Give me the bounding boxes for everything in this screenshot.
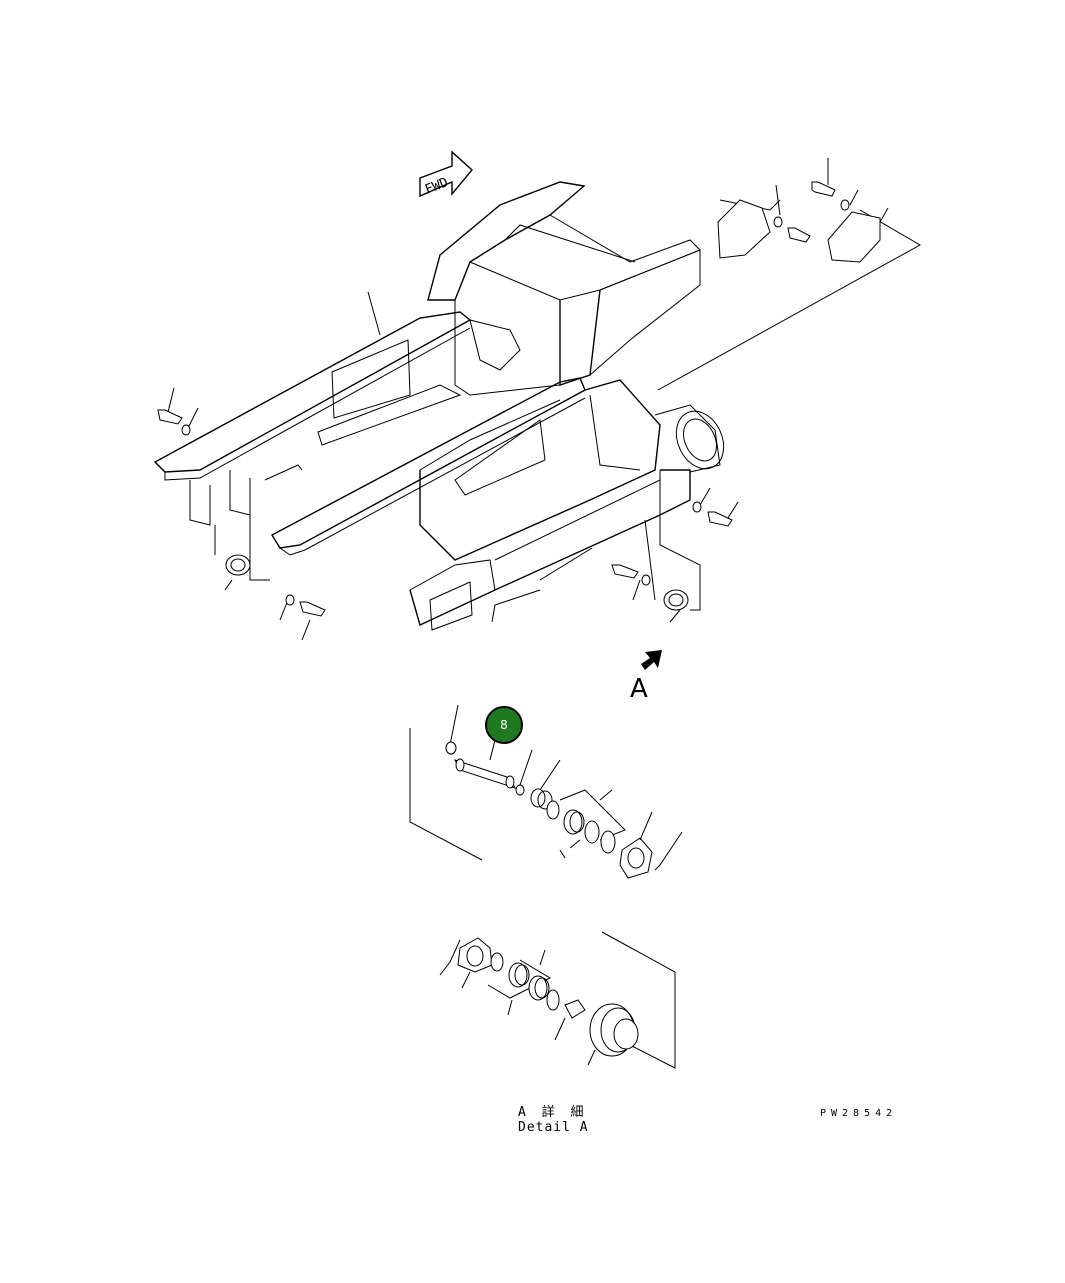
roller-icon xyxy=(225,554,689,611)
detail-title-jp: A 詳 細 xyxy=(518,1105,588,1120)
cover-plate xyxy=(717,199,881,263)
exploded-assembly-upper xyxy=(409,704,683,879)
part-callout-badge[interactable]: 8 xyxy=(485,706,523,744)
drawing-number: PW28542 xyxy=(820,1108,898,1119)
detail-title-en: Detail A xyxy=(518,1120,589,1135)
view-arrow-icon xyxy=(641,650,662,670)
washer-icon xyxy=(181,199,850,606)
fwd-arrow-icon xyxy=(419,150,473,198)
track-frame xyxy=(153,181,725,631)
bolt-icon xyxy=(157,181,836,617)
fwd-label: FWD xyxy=(423,175,451,198)
exploded-assembly-lower xyxy=(439,931,676,1069)
view-label: A xyxy=(630,674,648,704)
